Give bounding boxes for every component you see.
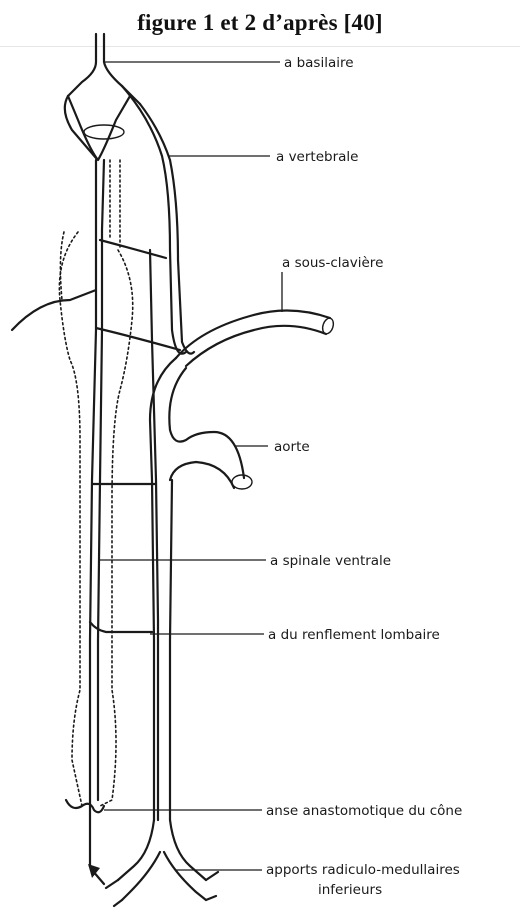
anastomotic-branch — [100, 240, 166, 258]
label-basilaire: a basilaire — [284, 55, 354, 71]
basilar-artery — [68, 34, 96, 96]
label-anse-anastomotique: anse anastomotique du cône — [266, 803, 462, 819]
cone-loop — [66, 800, 104, 812]
subclavian-artery — [176, 310, 330, 358]
label-vertebrale: a vertebrale — [276, 149, 358, 165]
label-renflement-lombaire: a du renflement lombaire — [268, 627, 440, 643]
label-aorte: aorte — [274, 439, 310, 455]
label-apports-line1: apports radiculo-medullaires — [266, 862, 460, 878]
anterior-spinal-artery — [90, 160, 96, 866]
aorta-cut — [232, 475, 252, 489]
label-apports-line2: inferieurs — [318, 882, 382, 898]
label-sous-claviere: a sous-clavière — [282, 255, 383, 271]
junction-ring — [84, 125, 124, 139]
cord-outline-left — [59, 232, 82, 806]
label-spinale-ventrale: a spinale ventrale — [270, 553, 391, 569]
